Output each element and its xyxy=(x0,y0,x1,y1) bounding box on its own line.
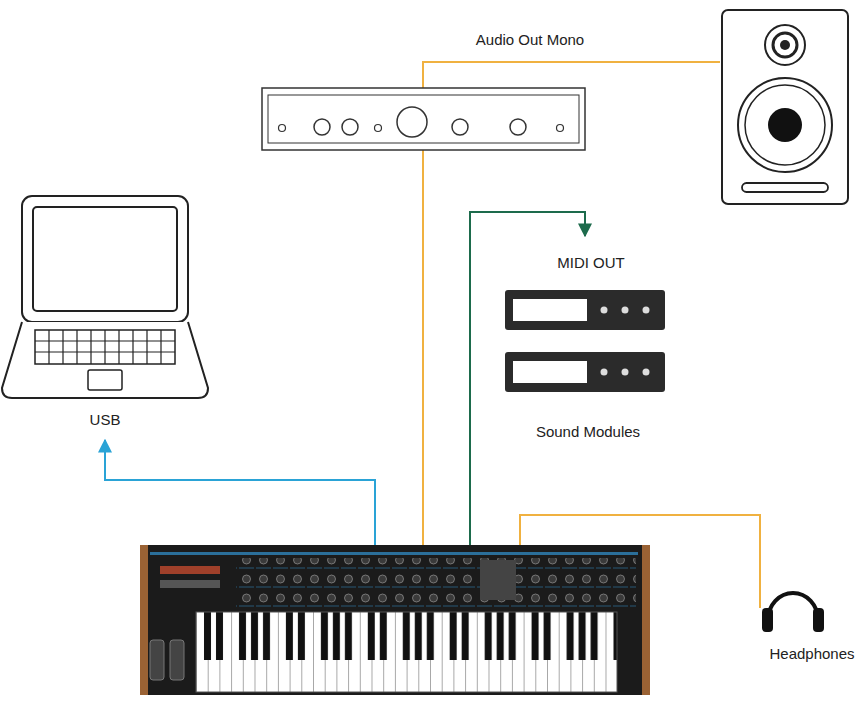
device-label-box: Headphones xyxy=(769,645,854,663)
white-keys xyxy=(196,612,617,692)
module-knob xyxy=(622,369,629,376)
woofer-ring xyxy=(745,85,825,165)
keybed-outline xyxy=(196,612,617,692)
synthesizer-illustration xyxy=(140,545,650,695)
laptop-keyboard xyxy=(35,330,175,364)
tweeter xyxy=(765,25,805,65)
speaker-port xyxy=(742,183,828,192)
speaker-cabinet xyxy=(722,10,848,204)
device-label: USB xyxy=(90,411,121,429)
device-label-box: Sound Modules xyxy=(536,423,640,441)
signal-label: MIDI OUT xyxy=(557,254,625,272)
amplifier-led xyxy=(279,125,286,132)
amplifier-led xyxy=(557,125,564,132)
amplifier-knob xyxy=(510,119,526,135)
sound-module-icon xyxy=(505,352,665,392)
slider-bank xyxy=(480,560,516,600)
headband xyxy=(768,593,818,620)
knob-panel xyxy=(236,558,636,608)
black-keys xyxy=(196,612,617,660)
panel-stripe xyxy=(150,552,638,555)
button-row xyxy=(160,580,220,588)
signal-label: Audio Out Mono xyxy=(476,31,584,49)
laptop-base xyxy=(2,322,208,398)
device-label: Headphones xyxy=(769,645,854,663)
laptop-icon xyxy=(2,196,208,398)
headphones-icon xyxy=(762,593,824,632)
audio-cable xyxy=(422,150,424,545)
pitch-wheel xyxy=(150,640,164,680)
amplifier-icon xyxy=(262,88,585,150)
mod-wheel xyxy=(170,640,184,680)
woofer xyxy=(738,78,832,172)
ear-cup xyxy=(813,608,824,632)
laptop-screen xyxy=(33,207,177,311)
module-knob xyxy=(643,307,650,314)
module-body xyxy=(505,290,665,330)
module-display xyxy=(513,361,587,383)
laptop-trackpad xyxy=(88,370,122,390)
module-body xyxy=(505,352,665,392)
amplifier-knob xyxy=(452,119,468,135)
module-knob xyxy=(601,307,608,314)
wood-end-cheek xyxy=(140,545,148,695)
amplifier-knob xyxy=(314,119,330,135)
speaker-icon xyxy=(722,10,848,204)
module-knob xyxy=(622,307,629,314)
button-row xyxy=(160,566,220,574)
wood-end-cheek xyxy=(642,545,650,695)
ear-cup xyxy=(762,608,773,632)
amplifier-body xyxy=(262,88,585,150)
amplifier-panel xyxy=(268,95,579,143)
device-label-box: USB xyxy=(90,411,121,429)
sound-module-icon xyxy=(505,290,665,330)
module-knob xyxy=(601,369,608,376)
amplifier-volume-knob xyxy=(397,107,427,137)
tweeter-dome xyxy=(780,40,790,50)
laptop-lid xyxy=(22,196,188,322)
tweeter-ring xyxy=(773,33,797,57)
module-knob xyxy=(643,369,650,376)
laptop-keys xyxy=(35,330,175,364)
device-label: Sound Modules xyxy=(536,423,640,441)
woofer-cone xyxy=(768,108,802,142)
amplifier-led xyxy=(375,125,382,132)
module-display xyxy=(513,299,587,321)
synth-body xyxy=(140,545,650,695)
audio-out-cable xyxy=(423,62,720,88)
amplifier-knob xyxy=(342,119,358,135)
